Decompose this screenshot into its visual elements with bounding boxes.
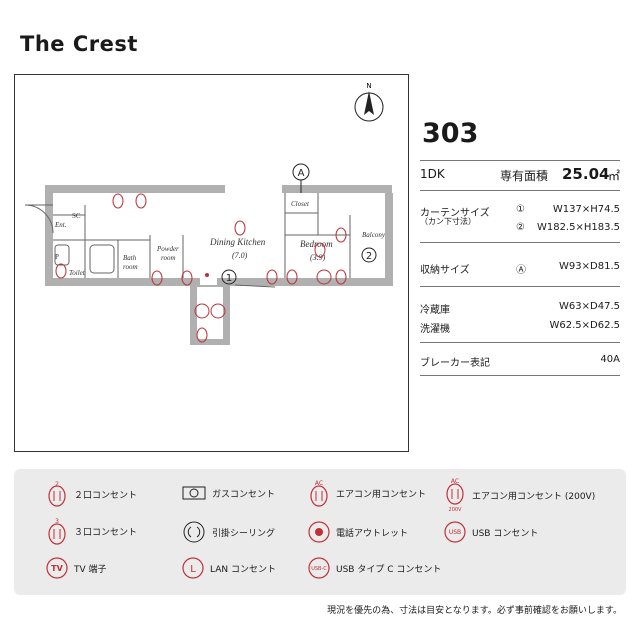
outlet-2-icon: 2 <box>48 481 66 507</box>
area-label: 専有面積 <box>500 169 549 183</box>
curtain-2-size: W182.5×H183.5 <box>536 222 620 233</box>
storage-size: W93×D81.5 <box>559 261 620 272</box>
label-closet: Closet <box>291 200 310 208</box>
label-ent: Ent. <box>54 221 67 229</box>
curtain-1-size: W137×H74.5 <box>552 204 620 215</box>
svg-text:TV: TV <box>51 564 63 573</box>
legend-ac200: AC 200V エアコン用コンセント (200V) <box>444 477 595 513</box>
interior-walls <box>24 193 351 288</box>
curtain-label: カーテンサイズ <box>420 208 490 219</box>
svg-text:AC: AC <box>451 478 459 485</box>
legend-phone: 電話アウトレット <box>308 521 408 543</box>
floor-plan-drawing: Ent. SC P Toilet Bath room Powder room D… <box>24 82 393 345</box>
lan-outlet-icon: L <box>182 557 204 579</box>
washer-label: 洗濯機 <box>420 324 450 335</box>
legend-lan: L LAN コンセント <box>182 557 276 579</box>
marker-1: 1 <box>226 273 232 284</box>
label-bath-2: room <box>123 263 138 271</box>
marker-a: A <box>298 168 305 179</box>
washer-size: W62.5×D62.5 <box>549 320 621 331</box>
floor-plan: Ent. SC P Toilet Bath room Powder room D… <box>14 74 409 452</box>
outlet-3-icon: 3 <box>48 518 66 545</box>
label-powder-1: Powder <box>156 245 179 253</box>
label-dining: Dining Kitchen <box>209 237 266 247</box>
legend: 2 ２口コンセント ガスコンセント AC エアコン用コンセント AC 200V … <box>14 469 626 595</box>
marker-2: 2 <box>366 251 372 262</box>
ac-200v-outlet-icon: AC 200V <box>446 478 464 513</box>
legend-gas: ガスコンセント <box>182 485 275 501</box>
ceiling-hook-icon <box>183 521 205 543</box>
label-dining-size: (7.0) <box>232 251 248 260</box>
north-compass-icon: N <box>354 82 384 122</box>
legend-usb: USB USB コンセント <box>444 521 538 543</box>
svg-text:AC: AC <box>315 480 323 487</box>
legend-outlet2: 2 ２口コンセント <box>46 481 137 507</box>
unit-type: 1DK <box>420 167 445 181</box>
ac-outlet-icon: AC <box>310 480 328 507</box>
outlet-icons <box>55 193 347 343</box>
usb-outlet-icon: USB <box>444 521 466 543</box>
label-bath-1: Bath <box>123 254 137 262</box>
breaker-value: 40A <box>600 354 620 365</box>
area-value: 25.04 <box>562 165 610 183</box>
area-unit: ㎡ <box>607 169 620 183</box>
gas-outlet-icon <box>182 486 206 500</box>
tv-outlet-icon: TV <box>46 557 68 579</box>
legend-outlet3: 3 ３口コンセント <box>46 517 137 545</box>
label-bedroom: Bedroom <box>300 239 333 249</box>
unit-number: 303 <box>422 118 479 149</box>
legend-tv: TV TV 端子 <box>46 557 107 579</box>
svg-text:USB: USB <box>449 529 461 536</box>
label-toilet: Toilet <box>69 269 86 277</box>
fridge-size: W63×D47.5 <box>559 301 620 312</box>
page-title: The Crest <box>20 32 138 56</box>
svg-text:200V: 200V <box>449 507 463 513</box>
legend-ceiling: 引掛シーリング <box>182 521 275 543</box>
label-p: P <box>55 253 59 261</box>
fridge-label: 冷蔵庫 <box>420 305 450 316</box>
svg-text:2: 2 <box>55 481 59 488</box>
svg-text:USB-C: USB-C <box>311 566 327 572</box>
label-bedroom-size: (3.9) <box>310 253 326 262</box>
label-powder-2: room <box>161 254 176 262</box>
unit-info-panel: 303 1DK 専有面積 25.04 ㎡ カーテンサイズ ① W137×H74.… <box>420 118 620 376</box>
usb-c-outlet-icon: USB-C <box>308 557 330 579</box>
svg-text:N: N <box>366 82 371 90</box>
curtain-sub: （カン下寸法） <box>420 217 476 226</box>
legend-usbc: USB-C USB タイプ C コンセント <box>308 557 441 579</box>
svg-text:3: 3 <box>55 518 59 525</box>
label-balcony: Balcony <box>362 231 386 239</box>
label-sc: SC <box>72 212 81 220</box>
legend-ac: AC エアコン用コンセント <box>308 479 426 507</box>
phone-outlet-icon <box>308 521 330 543</box>
svg-text:L: L <box>190 564 196 575</box>
storage-label: 収納サイズ <box>420 265 470 276</box>
breaker-label: ブレーカー表記 <box>420 358 490 369</box>
disclaimer-note: 現況を優先の為、寸法は目安となります。必ず事前確認をお願いします。 <box>327 606 622 616</box>
